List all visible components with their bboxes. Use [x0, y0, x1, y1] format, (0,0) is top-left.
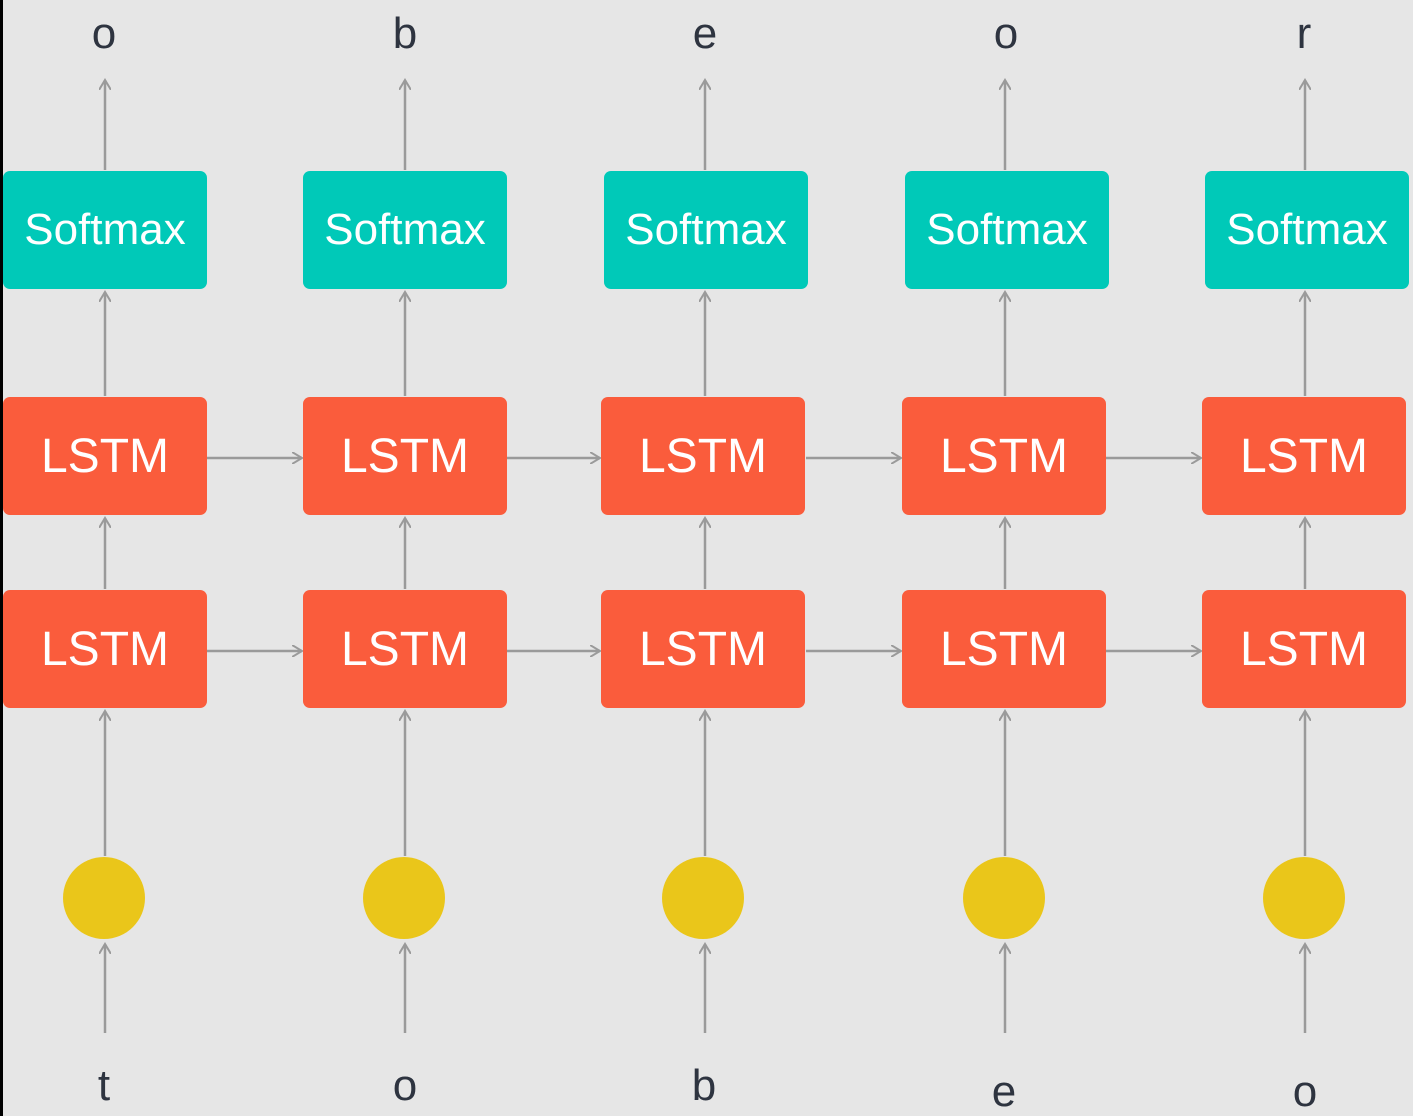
lstm-lower-box-2: LSTM	[303, 590, 507, 708]
output-char-4: o	[993, 9, 1019, 58]
lstm-upper-box-2: LSTM	[303, 397, 507, 515]
diagram-canvas	[3, 0, 1413, 1116]
output-char-2: b	[392, 9, 418, 58]
output-char-3: e	[692, 9, 718, 58]
softmax-box-1: Softmax	[3, 171, 207, 289]
lstm-lower-box-4: LSTM	[902, 590, 1106, 708]
input-char-3: b	[691, 1061, 717, 1110]
lstm-upper-label-2: LSTM	[340, 429, 469, 483]
lstm-upper-label-1: LSTM	[40, 429, 169, 483]
softmax-label-4: Softmax	[926, 205, 1088, 254]
embedding-node-1	[63, 857, 145, 939]
lstm-upper-box-5: LSTM	[1202, 397, 1406, 515]
softmax-label-2: Softmax	[324, 205, 486, 254]
embedding-node-4	[963, 857, 1045, 939]
softmax-box-5: Softmax	[1205, 171, 1409, 289]
lstm-upper-box-4: LSTM	[902, 397, 1106, 515]
output-char-5: r	[1296, 9, 1312, 58]
softmax-box-2: Softmax	[303, 171, 507, 289]
embedding-node-2	[363, 857, 445, 939]
softmax-box-4: Softmax	[905, 171, 1109, 289]
lstm-upper-label-5: LSTM	[1239, 429, 1368, 483]
lstm-lower-label-2: LSTM	[340, 622, 469, 676]
lstm-lower-label-5: LSTM	[1239, 622, 1368, 676]
softmax-label-5: Softmax	[1226, 205, 1388, 254]
input-char-2: o	[392, 1061, 418, 1110]
lstm-lower-box-5: LSTM	[1202, 590, 1406, 708]
lstm-lower-box-3: LSTM	[601, 590, 805, 708]
softmax-label-3: Softmax	[625, 205, 787, 254]
lstm-upper-label-3: LSTM	[638, 429, 767, 483]
lstm-lower-box-1: LSTM	[3, 590, 207, 708]
softmax-label-1: Softmax	[24, 205, 186, 254]
input-char-1: t	[97, 1061, 111, 1110]
lstm-lower-label-3: LSTM	[638, 622, 767, 676]
lstm-lower-label-1: LSTM	[40, 622, 169, 676]
output-char-1: o	[91, 9, 117, 58]
lstm-upper-box-1: LSTM	[3, 397, 207, 515]
softmax-box-3: Softmax	[604, 171, 808, 289]
input-char-5: o	[1292, 1067, 1318, 1116]
lstm-upper-label-4: LSTM	[939, 429, 1068, 483]
lstm-lower-label-4: LSTM	[939, 622, 1068, 676]
lstm-upper-box-3: LSTM	[601, 397, 805, 515]
embedding-node-3	[662, 857, 744, 939]
embedding-node-5	[1263, 857, 1345, 939]
input-char-4: e	[991, 1067, 1017, 1116]
